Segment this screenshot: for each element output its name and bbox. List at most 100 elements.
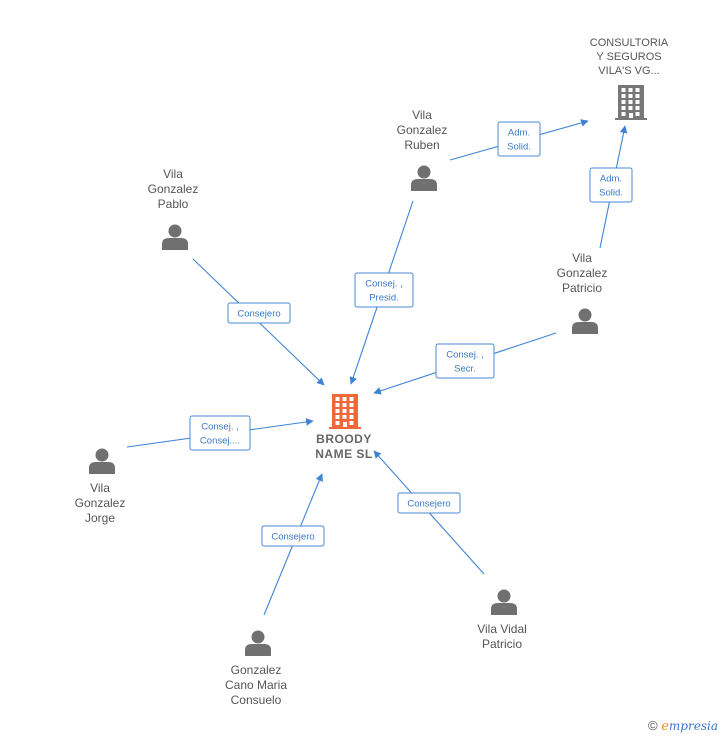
building-window [335, 409, 340, 413]
building-window [635, 112, 640, 116]
footer-brand: © empresia [648, 718, 718, 734]
building-window [342, 415, 347, 419]
building-window [349, 409, 354, 413]
edge-label-box [497, 121, 541, 157]
person-head [251, 630, 265, 644]
person-label-vidal[interactable]: Vila Vidal [477, 622, 527, 636]
brand-logo-text: mpresia [668, 719, 718, 733]
person-icon-vidal[interactable] [491, 589, 517, 616]
person-label-patricio[interactable]: Gonzalez [557, 266, 608, 280]
person-icon-patricio[interactable] [572, 308, 598, 335]
edge-label-text: Presid. [369, 293, 399, 304]
building-base [329, 427, 361, 429]
building-base [615, 118, 647, 120]
person-body [411, 179, 437, 191]
edge-label-box [189, 415, 251, 451]
person-label-ruben[interactable]: Vila [412, 108, 432, 122]
building-window [335, 421, 340, 425]
building-window [635, 88, 640, 92]
building-window [621, 112, 626, 116]
person-label-consuelo[interactable]: Consuelo [231, 693, 282, 707]
person-body [89, 462, 115, 474]
building-window [621, 88, 626, 92]
building-window [628, 100, 633, 104]
building-window [628, 106, 633, 110]
edge-label-patricio-to-center[interactable]: Consej. ,Secr. [435, 343, 495, 379]
building-window [628, 94, 633, 98]
person-head [578, 308, 592, 322]
building-window [349, 403, 354, 407]
edge-label-ruben-to-center[interactable]: Consej. , Presid. [354, 272, 414, 308]
related-company-label[interactable]: VILA'S VG... [598, 65, 659, 77]
related-company-label[interactable]: CONSULTORIA [590, 37, 669, 49]
edge-label-patricio-to-company[interactable]: Adm.Solid. [589, 167, 633, 203]
edge-label-text: Consejero [271, 532, 314, 543]
building-window [349, 415, 354, 419]
person-label-jorge[interactable]: Gonzalez [75, 496, 126, 510]
person-label-consuelo[interactable]: Cano Maria [225, 678, 287, 692]
edge-label-text: Consejero [237, 309, 280, 320]
person-icon-ruben[interactable] [411, 165, 437, 192]
person-label-patricio[interactable]: Patricio [562, 281, 602, 295]
edge-label-pablo-to-center[interactable]: Consejero [227, 302, 291, 324]
person-label-pablo[interactable]: Pablo [158, 197, 189, 211]
edge-label-vidal-to-center[interactable]: Consejero [397, 492, 461, 514]
building-window [349, 397, 354, 401]
edge-label-text: Consej. , [446, 350, 484, 361]
edge-label-text: Solid. [599, 188, 623, 199]
building-door [343, 422, 347, 428]
building-window [621, 94, 626, 98]
building-window [621, 106, 626, 110]
person-body [491, 603, 517, 615]
person-body [162, 238, 188, 250]
edge-label-box [354, 272, 414, 308]
center-company-label[interactable]: NAME SL [315, 447, 373, 461]
person-icon-pablo[interactable] [162, 224, 188, 251]
building-window [635, 100, 640, 104]
person-label-jorge[interactable]: Vila [90, 481, 110, 495]
building-window [621, 100, 626, 104]
edge-label-text: Adm. [508, 128, 530, 139]
building-window [335, 415, 340, 419]
related-company-icon[interactable] [615, 85, 647, 120]
person-label-vidal[interactable]: Patricio [482, 637, 522, 651]
edge-label-text: Consej. , [201, 422, 239, 433]
edge-label-text: Consejero [407, 499, 450, 510]
person-label-pablo[interactable]: Gonzalez [148, 182, 199, 196]
edge-label-jorge-to-center[interactable]: Consej. , Consej.... [189, 415, 251, 451]
building-window [628, 88, 633, 92]
center-company-label[interactable]: BROODY [316, 432, 372, 446]
building-window [342, 409, 347, 413]
person-label-ruben[interactable]: Gonzalez [397, 123, 448, 137]
building-window [335, 397, 340, 401]
building-door [629, 113, 633, 119]
edge-label-box [397, 492, 461, 514]
person-body [572, 322, 598, 334]
person-icon-consuelo[interactable] [245, 630, 271, 657]
person-label-jorge[interactable]: Jorge [85, 511, 115, 525]
center-company-icon[interactable] [329, 394, 361, 429]
edge-label-ruben-to-company[interactable]: Adm. Solid. [497, 121, 541, 157]
building-window [342, 403, 347, 407]
building-window [335, 403, 340, 407]
related-company-label[interactable]: Y SEGUROS [596, 51, 661, 63]
person-head [168, 224, 182, 238]
edge-label-text: Solid. [507, 142, 531, 153]
person-label-patricio[interactable]: Vila [572, 251, 592, 265]
building-window [635, 94, 640, 98]
edge-label-text: Consej.... [200, 436, 240, 447]
person-label-pablo[interactable]: Vila [163, 167, 183, 181]
edge-label-box [589, 167, 633, 203]
person-icon-jorge[interactable] [89, 448, 115, 475]
building-window [635, 106, 640, 110]
edge-label-consuelo-to-center[interactable]: Consejero [261, 525, 325, 547]
copyright-symbol: © [648, 718, 658, 733]
person-label-ruben[interactable]: Ruben [404, 138, 439, 152]
edge-label-text: Consej. , [365, 279, 403, 290]
building-window [349, 421, 354, 425]
edge-label-box [435, 343, 495, 379]
person-label-consuelo[interactable]: Gonzalez [231, 663, 282, 677]
building-window [342, 397, 347, 401]
edge-label-box [227, 302, 291, 324]
